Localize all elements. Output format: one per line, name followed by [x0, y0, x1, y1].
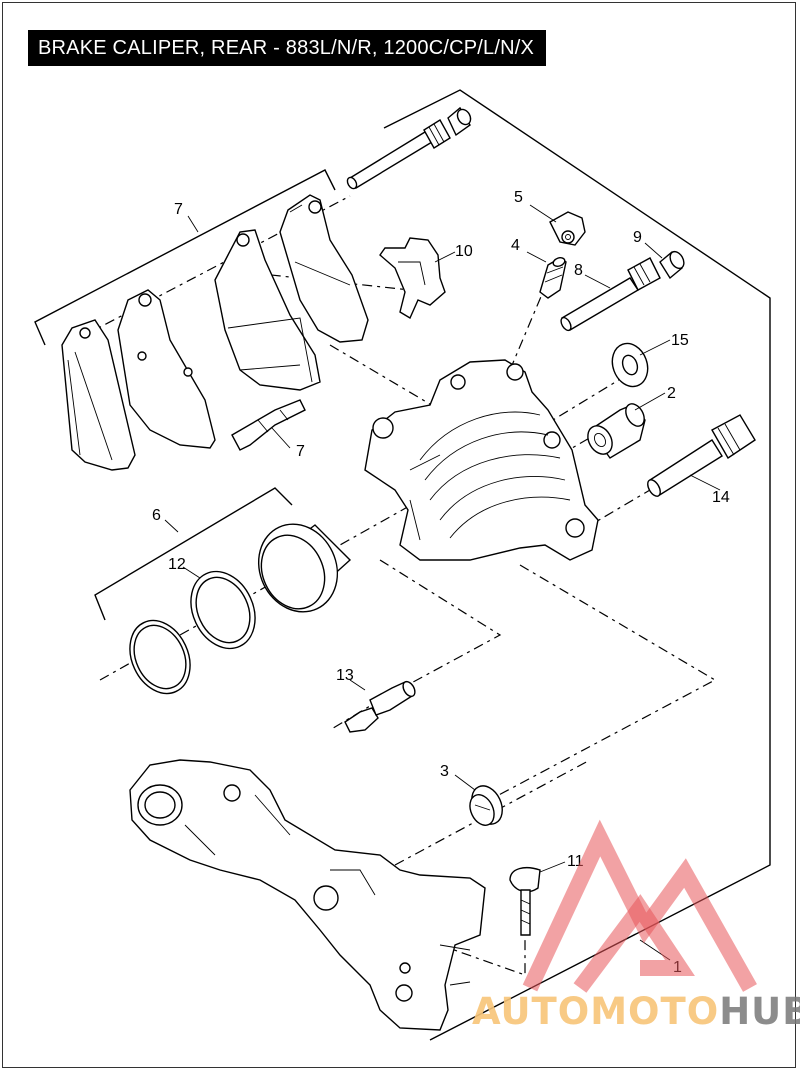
dust-seal — [190, 570, 256, 650]
brake-pad-outer — [61, 319, 136, 471]
bushing — [587, 403, 646, 459]
callout-8: 8 — [574, 262, 583, 279]
piston — [257, 523, 352, 613]
callout-6: 6 — [152, 507, 161, 524]
cap-top — [447, 106, 472, 137]
callout-2: 2 — [667, 385, 676, 402]
spring-clip — [379, 237, 446, 320]
callout-10: 10 — [455, 243, 473, 260]
callout-12: 12 — [168, 556, 186, 573]
bleeder-valve — [539, 257, 567, 299]
callout-4: 4 — [511, 237, 520, 254]
pad-set-bracket — [34, 169, 336, 346]
pin-upper — [346, 119, 451, 190]
brake-pad-rear — [279, 194, 369, 343]
watermark-brand: AUTOMOTOHUB — [472, 990, 800, 1033]
callout-13: 13 — [336, 667, 354, 684]
callout-7-lower: 7 — [296, 443, 305, 460]
pin-cap — [659, 250, 685, 280]
bleeder-cap — [549, 211, 586, 246]
pad-clip — [231, 399, 306, 451]
callout-3: 3 — [440, 763, 449, 780]
watermark-brand-part1: AUTOMOTO — [472, 990, 720, 1033]
brake-line-fitting — [344, 680, 416, 733]
washer — [611, 342, 649, 388]
bracket-screw — [509, 867, 541, 936]
brake-pad-backing — [117, 289, 216, 449]
piston-set-bracket — [94, 487, 293, 621]
mounting-pin — [647, 414, 756, 498]
triangle-m-logo-icon — [522, 819, 757, 993]
caliper-housing — [364, 359, 599, 561]
watermark-brand-part2: HUB — [719, 990, 800, 1033]
page-title: BRAKE CALIPER, REAR - 883L/N/R, 1200C/CP… — [28, 30, 547, 66]
callout-15: 15 — [671, 332, 689, 349]
callout-9: 9 — [633, 229, 642, 246]
pin-middle — [560, 257, 661, 332]
piston-seal — [129, 619, 191, 695]
callout-14: 14 — [712, 489, 730, 506]
callout-labels: 7 5 4 10 9 8 15 2 14 7 6 12 13 3 11 1 — [152, 189, 730, 976]
grommet — [469, 785, 503, 826]
brake-pad-inner — [214, 229, 321, 391]
caliper-mount-bracket — [129, 759, 486, 1031]
callout-5: 5 — [514, 189, 523, 206]
callout-7-upper: 7 — [174, 201, 183, 218]
